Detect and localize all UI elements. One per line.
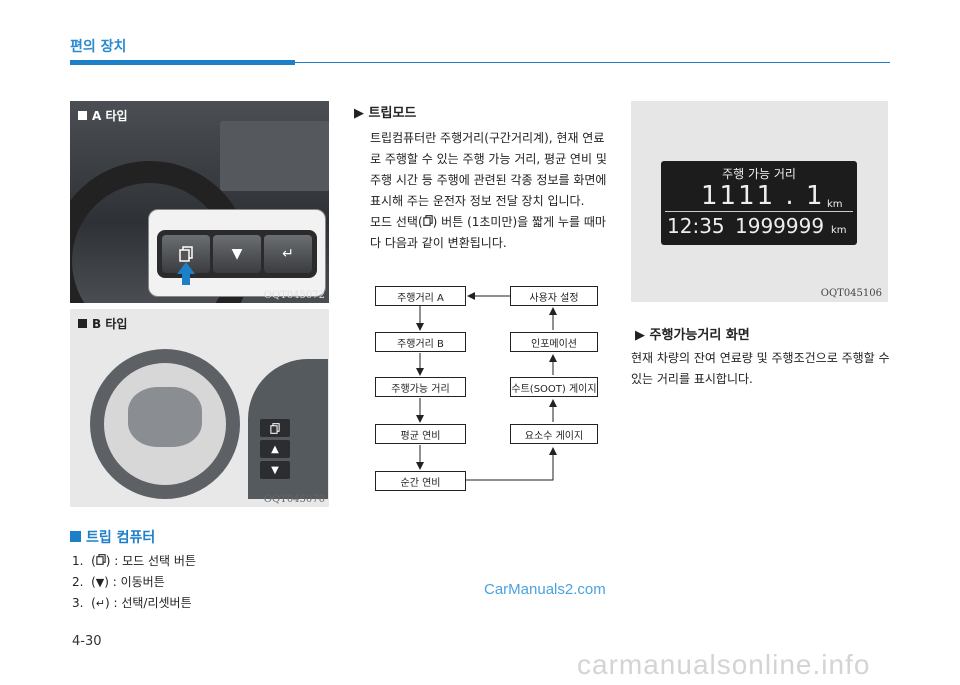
- display-unit-2: km: [831, 225, 847, 236]
- pointer-arrow-icon: [177, 262, 195, 274]
- list-item: 3. (↵) : 선택/리셋버튼: [72, 593, 196, 614]
- page-number: 4-30: [72, 634, 102, 649]
- photo-a-code: OQT045072: [263, 290, 325, 301]
- display-distance: 1111 . 1: [701, 181, 825, 211]
- watermark-carmanuals2[interactable]: CarManuals2.com: [484, 581, 606, 598]
- photo-a-steering-buttons: A 타입 ▼ ↵ OQT045072: [70, 101, 329, 303]
- trip-mode-body: 트립컴퓨터란 주행거리(구간거리계), 현재 연료로 주행할 수 있는 주행 가…: [370, 128, 615, 254]
- flow-box-instant-fuel: 순간 연비: [375, 471, 466, 491]
- header-rule-thin: [295, 62, 890, 63]
- type-a-label: A 타입: [78, 107, 128, 124]
- pointer-arrow-stem: [182, 273, 190, 285]
- range-screen-title: ▶ 주행가능거리 화면: [635, 328, 750, 343]
- type-b-label: B 타입: [78, 315, 127, 332]
- section-header: 편의 장치: [70, 39, 127, 55]
- watermark-carmanualsonline[interactable]: carmanualsonline.info: [577, 649, 871, 680]
- flow-box-trip-b: 주행거리 B: [375, 332, 466, 352]
- enter-icon: ↵: [95, 597, 105, 610]
- select-reset-button: ↵: [264, 235, 312, 273]
- trip-mode-icon: [179, 246, 193, 262]
- flow-box-range: 주행가능 거리: [375, 377, 466, 397]
- photo-b-steering-buttons: ▲ ▼ B 타입 OQT045070: [70, 309, 329, 507]
- flow-box-soot-gauge: 수트(SOOT) 게이지: [510, 377, 598, 397]
- flow-box-user-settings: 사용자 설정: [510, 286, 598, 306]
- flow-box-trip-a: 주행거리 A: [375, 286, 466, 306]
- trip-computer-title: 트립 컴퓨터: [70, 527, 155, 547]
- trip-mode-title: ▶ 트립모드: [354, 106, 417, 121]
- display-code: OQT045106: [820, 288, 882, 299]
- flow-box-urea-gauge: 요소수 게이지: [510, 424, 598, 444]
- display-unit-1: km: [827, 199, 843, 210]
- cluster-screen: 주행 가능 거리 1111 . 1 km 12:35 1999999 km: [661, 161, 857, 245]
- display-odometer: 1999999: [735, 214, 825, 238]
- list-item: 2. (▼) : 이동버튼: [72, 572, 196, 593]
- move-button: ▼: [213, 235, 261, 273]
- trip-mode-icon: [96, 554, 106, 565]
- list-item: 1. () : 모드 선택 버튼: [72, 554, 196, 568]
- display-separator: [665, 211, 853, 212]
- trip-mode-icon: [422, 215, 433, 226]
- flow-box-avg-fuel: 평균 연비: [375, 424, 466, 444]
- paragraph: 트립컴퓨터란 주행거리(구간거리계), 현재 연료로 주행할 수 있는 주행 가…: [370, 131, 607, 208]
- range-display-panel: 주행 가능 거리 1111 . 1 km 12:35 1999999 km OQ…: [631, 101, 888, 302]
- up-button-b: ▲: [260, 440, 290, 458]
- down-button-b: ▼: [260, 461, 290, 479]
- photo-b-code: OQT045070: [263, 494, 325, 505]
- display-title: 주행 가능 거리: [722, 167, 796, 181]
- header-rule-thick: [70, 60, 295, 65]
- dash-panel: [220, 121, 329, 191]
- wheel-hub: [128, 387, 202, 447]
- trip-computer-list: 1. () : 모드 선택 버튼 2. (▼) : 이동버튼 3. (↵) : …: [72, 551, 196, 614]
- down-arrow-icon: ▼: [95, 576, 105, 589]
- button-callout: ▼ ↵: [148, 209, 326, 297]
- display-time: 12:35: [667, 214, 725, 238]
- flow-box-information: 인포메이션: [510, 332, 598, 352]
- paragraph: 모드 선택() 버튼 (1초미만)을 짧게 누를 때마다 다음과 같이 변환됩니…: [370, 215, 606, 250]
- zoom-buttons: ▲ ▼: [260, 419, 290, 479]
- trip-mode-icon: [270, 422, 280, 434]
- mode-button-b: [260, 419, 290, 437]
- range-screen-body: 현재 차량의 잔여 연료량 및 주행조건으로 주행할 수 있는 거리를 표시합니…: [631, 351, 890, 386]
